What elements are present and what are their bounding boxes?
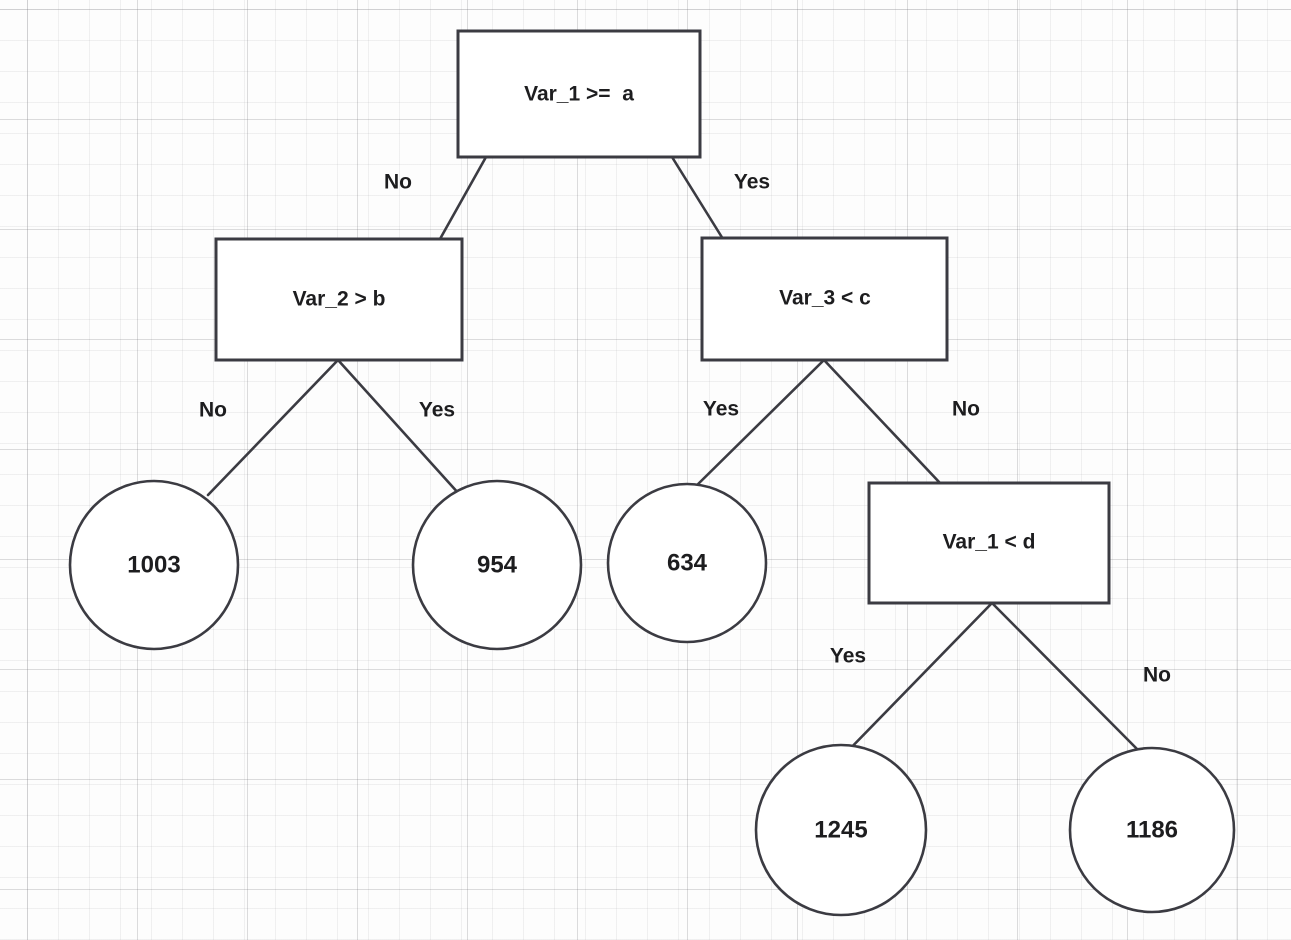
edge-label-root-no: No — [384, 171, 412, 194]
node-var3-box[interactable] — [700, 236, 949, 362]
leaf-node-1003[interactable]: 1003 — [68, 479, 240, 651]
edge-var3-to-var1d — [822, 358, 942, 485]
leaf-634-label: 634 — [667, 549, 708, 576]
edge-label-var3-yes: Yes — [703, 398, 739, 421]
leaf-1003-label: 1003 — [127, 551, 180, 578]
leaf-1186-circle[interactable] — [1068, 746, 1236, 914]
node-var1d[interactable]: Var_1 < d — [867, 481, 1111, 605]
edge-label-var1d-no: No — [1143, 664, 1171, 687]
edge-group — [206, 155, 1142, 759]
edge-root-to-var3 — [670, 155, 725, 241]
leaf-node-1245[interactable]: 1245 — [754, 743, 928, 917]
node-var3-label: Var_3 < c — [779, 287, 871, 310]
node-var1d-label: Var_1 < d — [943, 531, 1036, 554]
edge-label-group: No Yes No Yes Yes No Yes No — [199, 171, 1171, 687]
leaf-954-circle[interactable] — [411, 479, 583, 651]
leaf-634-circle[interactable] — [606, 482, 768, 644]
leaf-node-1186[interactable]: 1186 — [1068, 746, 1236, 914]
edge-var2-to-leaf1003 — [206, 358, 340, 497]
leaf-954-label: 954 — [477, 551, 518, 578]
edge-label-var3-no: No — [952, 398, 980, 421]
node-var3[interactable]: Var_3 < c — [700, 236, 949, 362]
leaf-node-954[interactable]: 954 — [411, 479, 583, 651]
node-var1d-box[interactable] — [867, 481, 1111, 605]
node-root-box[interactable] — [456, 29, 702, 159]
node-root-label: Var_1 >= a — [524, 83, 634, 106]
edge-var1d-to-leaf1186 — [990, 601, 1142, 754]
node-var2-label: Var_2 > b — [293, 288, 386, 311]
edge-var2-to-leaf954 — [336, 358, 462, 497]
edge-label-var1d-yes: Yes — [830, 645, 866, 668]
node-var2[interactable]: Var_2 > b — [214, 237, 464, 362]
edge-label-var2-yes: Yes — [419, 399, 455, 422]
edge-label-root-yes: Yes — [734, 171, 770, 194]
leaf-1245-circle[interactable] — [754, 743, 928, 917]
leaf-1003-circle[interactable] — [68, 479, 240, 651]
leaf-node-634[interactable]: 634 — [606, 482, 768, 644]
edge-var3-to-leaf634 — [688, 358, 826, 494]
edge-root-to-var2 — [438, 155, 488, 241]
edge-var1d-to-leaf1245 — [840, 601, 994, 759]
node-var2-box[interactable] — [214, 237, 464, 362]
edge-label-var2-no: No — [199, 399, 227, 422]
node-root[interactable]: Var_1 >= a — [456, 29, 702, 159]
leaf-1245-label: 1245 — [814, 816, 867, 843]
leaf-1186-label: 1186 — [1126, 816, 1178, 843]
